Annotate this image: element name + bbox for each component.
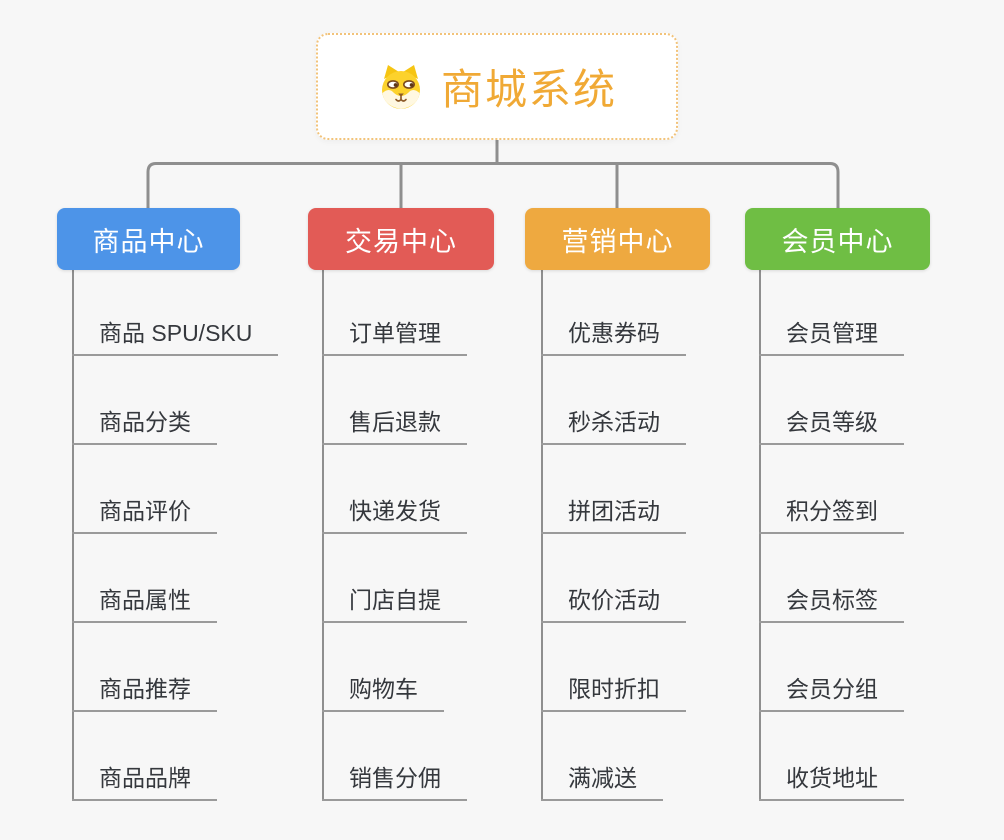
branch-label: 会员中心: [781, 226, 894, 257]
branch-node-trade-center[interactable]: 交易中心: [308, 208, 494, 270]
leaf-node[interactable]: 砍价活动: [541, 585, 686, 623]
leaf-node[interactable]: 商品属性: [72, 585, 217, 623]
branch-label: 商品中心: [92, 226, 205, 257]
leaf-node[interactable]: 限时折扣: [541, 674, 686, 712]
root-node[interactable]: 商城系统: [316, 33, 678, 140]
leaf-node[interactable]: 商品 SPU/SKU: [72, 318, 279, 356]
branch-bus-line: [146, 162, 840, 209]
leaf-node[interactable]: 门店自提: [322, 585, 467, 623]
leaf-node[interactable]: 售后退款: [322, 407, 467, 445]
leaf-node[interactable]: 收货地址: [759, 763, 904, 801]
leaf-node[interactable]: 会员标签: [759, 585, 904, 623]
leaf-node[interactable]: 商品品牌: [72, 763, 217, 801]
leaf-node[interactable]: 订单管理: [322, 318, 467, 356]
leaf-node[interactable]: 购物车: [322, 674, 444, 712]
leaf-node[interactable]: 会员分组: [759, 674, 904, 712]
branch-node-product-center[interactable]: 商品中心: [57, 208, 240, 270]
leaf-node[interactable]: 商品评价: [72, 496, 217, 534]
branch-label: 营销中心: [561, 226, 674, 257]
leaf-node[interactable]: 销售分佣: [322, 763, 467, 801]
root-title: 商城系统: [440, 66, 617, 113]
branch-label: 交易中心: [345, 226, 457, 257]
leaf-node[interactable]: 拼团活动: [541, 496, 686, 534]
leaf-node[interactable]: 会员等级: [759, 407, 904, 445]
leaf-node[interactable]: 会员管理: [759, 318, 904, 356]
leaf-node[interactable]: 快递发货: [322, 496, 467, 534]
branch-node-member-center[interactable]: 会员中心: [745, 208, 930, 270]
leaf-node[interactable]: 商品推荐: [72, 674, 217, 712]
leaf-node[interactable]: 满减送: [541, 763, 663, 801]
leaf-node[interactable]: 积分签到: [759, 496, 904, 534]
leaf-node[interactable]: 秒杀活动: [541, 407, 686, 445]
dog-face-icon: [381, 64, 420, 109]
leaf-node[interactable]: 商品分类: [72, 407, 217, 445]
branch-node-marketing-center[interactable]: 营销中心: [525, 208, 710, 270]
leaf-node[interactable]: 优惠券码: [541, 318, 686, 356]
